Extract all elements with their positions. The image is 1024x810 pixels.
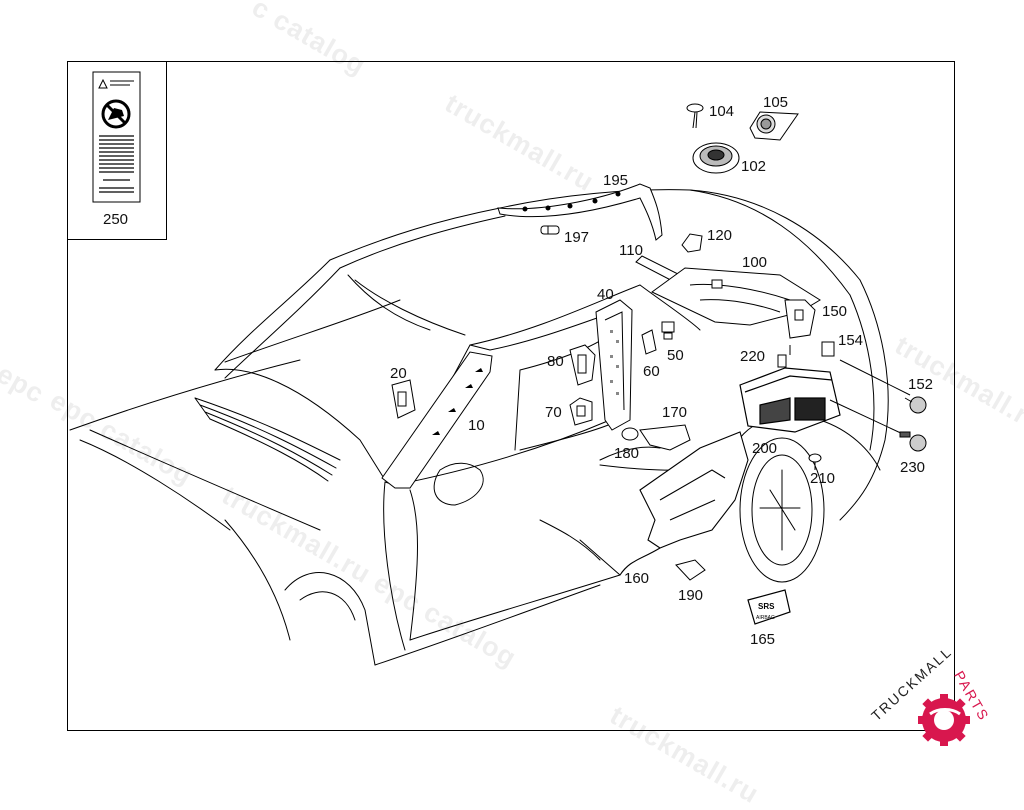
callout-120: 120 [707, 228, 732, 243]
callout-150: 150 [822, 304, 847, 319]
callout-170: 170 [662, 405, 687, 420]
part-104-screw [687, 104, 703, 128]
callout-220: 220 [740, 349, 765, 364]
callout-160: 160 [624, 571, 649, 586]
car-hood-outline [70, 360, 300, 430]
part-150-bracket [785, 300, 815, 338]
callout-20: 20 [390, 366, 407, 381]
callout-230: 230 [900, 460, 925, 475]
callout-180: 180 [614, 446, 639, 461]
part-40-pillar-trim [596, 300, 632, 430]
part-120-bracket [682, 234, 702, 252]
callout-210: 210 [810, 471, 835, 486]
part-190-clip [676, 560, 705, 580]
part-220-connector [778, 355, 786, 367]
callout-10: 10 [468, 418, 485, 433]
callout-100: 100 [742, 255, 767, 270]
rear-roof [500, 190, 860, 280]
callout-190: 190 [678, 588, 703, 603]
callout-195: 195 [603, 173, 628, 188]
diagram-stage: c catalog truckmall.ru l epc epc catalog… [0, 0, 1024, 750]
callout-154: 154 [838, 333, 863, 348]
part-80-bracket [570, 345, 595, 385]
side-mirror [434, 463, 483, 505]
callout-152: 152 [908, 377, 933, 392]
front-wheel-arch [285, 573, 375, 665]
part-50-clip [662, 322, 674, 339]
part-102-speaker [693, 143, 739, 173]
callout-80: 80 [547, 354, 564, 369]
badge-airbag-text: AIRBAG [756, 615, 775, 621]
callout-40: 40 [597, 287, 614, 302]
part-60-clip [642, 330, 656, 354]
part-180-knob [622, 428, 638, 440]
part-170-cover [640, 425, 690, 450]
part-20-bracket [392, 380, 415, 418]
callout-105: 105 [763, 95, 788, 110]
part-105-tweeter-cover [750, 112, 798, 140]
callout-104: 104 [709, 104, 734, 119]
part-160-side-trim [620, 432, 748, 575]
part-154-clip [822, 342, 834, 356]
callout-102: 102 [741, 159, 766, 174]
part-210-clip [809, 454, 821, 470]
badge-srs-text: SRS [758, 602, 775, 611]
part-197-clip [541, 226, 559, 234]
callout-165: 165 [750, 632, 775, 647]
part-230-bolt [900, 432, 926, 451]
callout-200: 200 [752, 441, 777, 456]
roof-edge [330, 208, 500, 260]
part-200-control-unit [740, 368, 840, 432]
callout-50: 50 [667, 348, 684, 363]
part-70-bracket [570, 398, 592, 425]
callout-110: 110 [619, 243, 643, 258]
callout-70: 70 [545, 405, 562, 420]
part-152-bolt [905, 397, 926, 413]
callout-197: 197 [564, 230, 589, 245]
callout-60: 60 [643, 364, 660, 379]
car-interior-exploded-view: SRS AIRBAG [0, 0, 1024, 750]
